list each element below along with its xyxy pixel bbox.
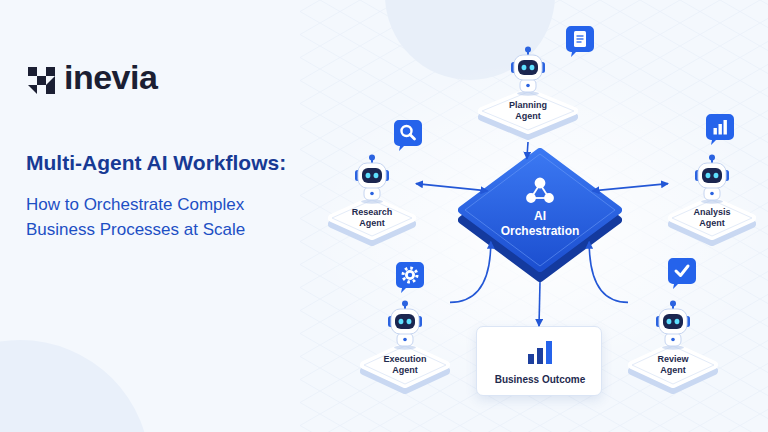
node-label: Review Agent xyxy=(648,354,698,376)
brand-name: inevia xyxy=(64,58,204,96)
node-text-area: Business Outcome xyxy=(477,369,603,391)
robot-icon xyxy=(695,155,729,204)
connector-arrow xyxy=(527,142,528,159)
robot-icon xyxy=(388,301,422,350)
node-text-area: AI Orchestration xyxy=(458,208,622,240)
node-label: Execution Agent xyxy=(380,354,430,376)
robot-icons xyxy=(355,47,729,350)
node-label: Planning Agent xyxy=(503,100,553,122)
connector-arrow xyxy=(450,242,491,303)
outcome-chart-icon xyxy=(477,327,603,397)
connector-arrow xyxy=(416,184,488,191)
node-label: AI Orchestration xyxy=(498,209,582,239)
node-label: Business Outcome xyxy=(480,374,600,386)
gear-badge xyxy=(396,262,424,293)
robot-icon xyxy=(511,47,545,96)
node-label: Research Agent xyxy=(347,207,397,229)
connector-arrow xyxy=(539,282,540,326)
orchestration-hub: AI Orchestration xyxy=(458,148,622,282)
heading: Multi-Agent AI Workflows: xyxy=(26,150,356,176)
logo-mark xyxy=(28,67,55,94)
search-badge xyxy=(394,120,422,151)
connector-arrow xyxy=(592,184,668,191)
robot-icon xyxy=(355,155,389,204)
robot-icon xyxy=(656,301,690,350)
network-icon xyxy=(527,179,553,203)
outcome-box: Business Outcome xyxy=(476,326,602,396)
document-badge xyxy=(566,26,594,57)
node-label: Analysis Agent xyxy=(687,207,737,229)
check-badge xyxy=(668,258,696,289)
subheading: How to Orchestrate Complex Business Proc… xyxy=(26,192,276,242)
connector-arrow xyxy=(589,242,628,303)
chart-badge xyxy=(706,114,734,145)
